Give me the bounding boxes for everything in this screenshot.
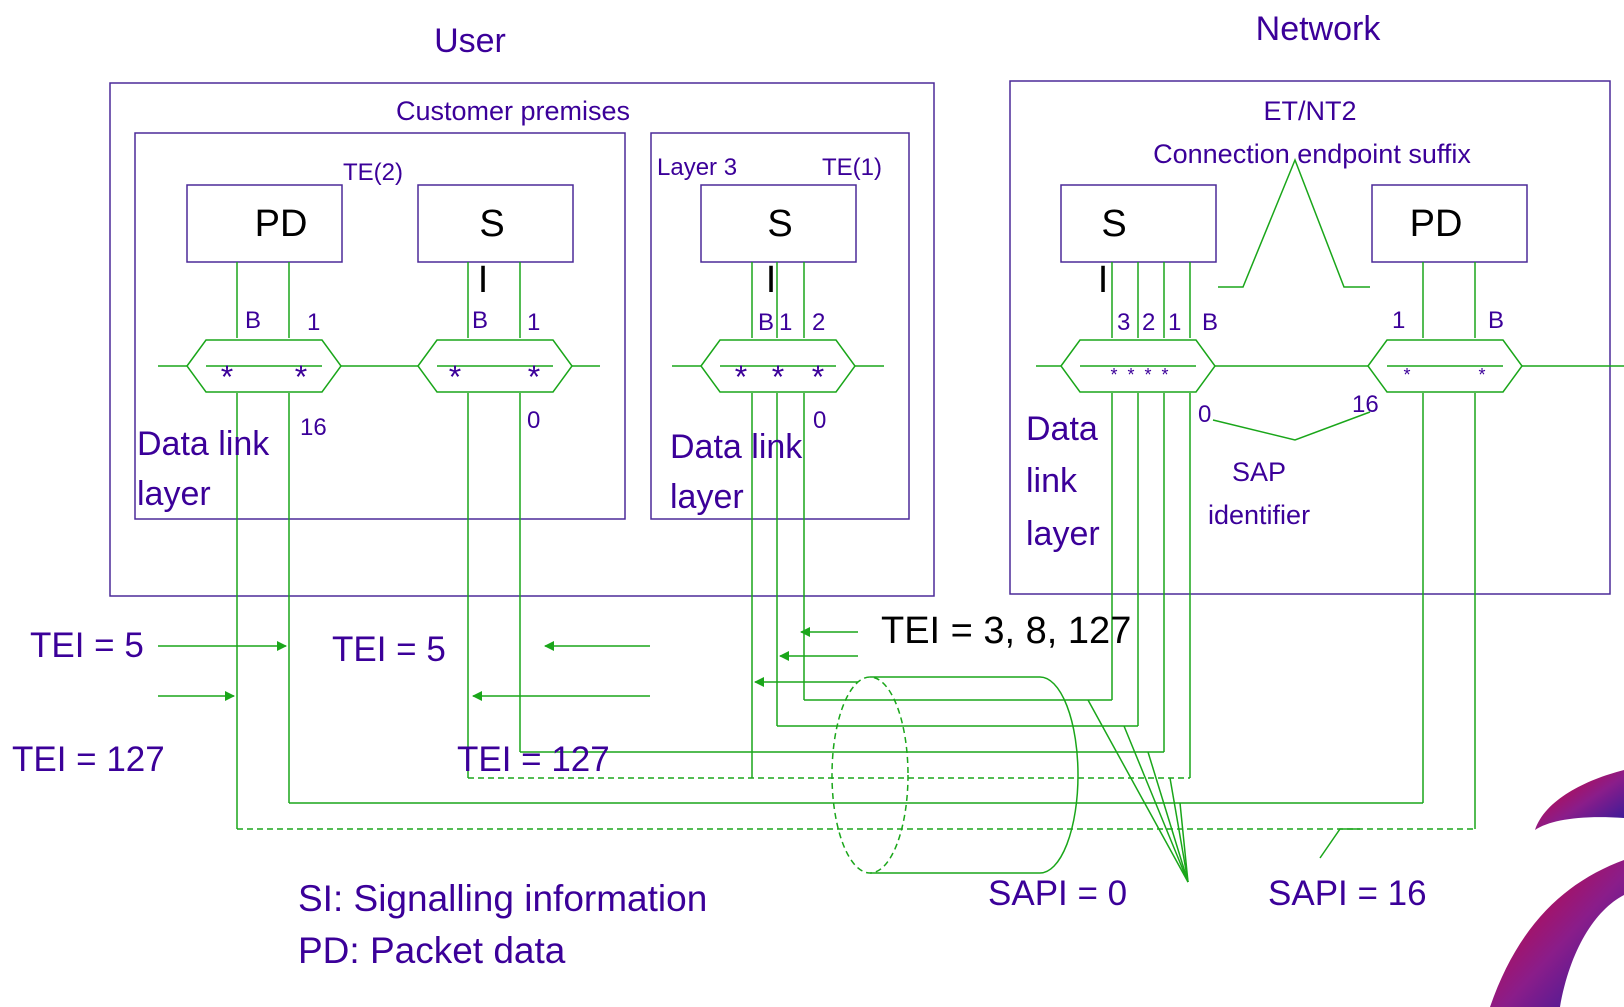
network-sap-16: 16 xyxy=(1352,391,1379,418)
si-box-network xyxy=(1060,184,1217,263)
dl-label-te2-line2: layer xyxy=(137,475,211,513)
si-box-network-i: I xyxy=(1098,259,1109,301)
et-nt2-label: ET/NT2 xyxy=(1263,96,1356,126)
te2-pd-b: B xyxy=(245,307,261,334)
cable xyxy=(831,676,1079,874)
si-box-te1-s: S xyxy=(767,203,792,245)
te2-si-1: 1 xyxy=(527,309,540,336)
si-box-te1 xyxy=(700,184,857,263)
network-pd-b: B xyxy=(1488,307,1504,334)
svg-text:*: * xyxy=(1478,365,1485,385)
svg-text:*: * xyxy=(772,359,784,395)
svg-text:*: * xyxy=(1161,365,1168,385)
sap-identifier-line2: identifier xyxy=(1208,500,1310,530)
svg-text:*: * xyxy=(812,359,824,395)
user-header: User xyxy=(434,22,506,60)
connection-endpoint-suffix-label: Connection endpoint suffix xyxy=(1153,139,1471,169)
sapi-0-label: SAPI = 0 xyxy=(988,874,1127,913)
tei-5-left: TEI = 5 xyxy=(30,626,144,665)
tei-te1: TEI = 3, 8, 127 xyxy=(881,610,1131,652)
dl-label-te2-line1: Data link xyxy=(137,425,270,463)
te2-sap-0: 0 xyxy=(527,407,540,434)
tei-arrows xyxy=(158,627,858,701)
svg-text:*: * xyxy=(1144,365,1151,385)
network-pd-1: 1 xyxy=(1392,307,1405,334)
svg-text:*: * xyxy=(1403,365,1410,385)
si-box-network-s: S xyxy=(1101,203,1126,245)
dl-label-network-line1: Data xyxy=(1026,410,1098,448)
et-nt2-box xyxy=(1009,80,1611,595)
swoosh-logo xyxy=(1490,770,1624,1007)
te2-label: TE(2) xyxy=(343,159,403,186)
network-suffix-b: B xyxy=(1202,309,1218,336)
te1-label: TE(1) xyxy=(822,154,882,181)
layer3-label: Layer 3 xyxy=(657,154,737,181)
tei-5-mid: TEI = 5 xyxy=(332,630,446,669)
te1-1: 1 xyxy=(779,309,792,336)
tei-127-left: TEI = 127 xyxy=(12,740,165,779)
sap-identifier-line1: SAP xyxy=(1232,457,1286,487)
te1-box xyxy=(650,132,910,520)
network-sap-0: 0 xyxy=(1198,401,1211,428)
svg-text:*: * xyxy=(1110,365,1117,385)
ces-bracket xyxy=(1218,157,1370,288)
te2-pd-1: 1 xyxy=(307,309,320,336)
customer-premises-box xyxy=(109,82,935,597)
si-box-te1-i: I xyxy=(766,259,777,301)
svg-text:*: * xyxy=(295,359,307,395)
dl-label-network-line2: link xyxy=(1026,462,1078,500)
dl-label-te1-line1: Data link xyxy=(670,428,803,466)
network-suffix-2: 2 xyxy=(1142,309,1155,336)
svg-text:*: * xyxy=(449,359,461,395)
svg-text:*: * xyxy=(221,359,233,395)
tei-127-mid: TEI = 127 xyxy=(457,740,610,779)
dl-label-network-line3: layer xyxy=(1026,515,1100,553)
legend-si: SI: Signalling information xyxy=(298,878,707,919)
si-box-te2-i: I xyxy=(478,259,489,301)
pd-box-te2-label: PD xyxy=(255,203,308,245)
sapi-16-label: SAPI = 16 xyxy=(1268,874,1427,913)
te1-2: 2 xyxy=(812,309,825,336)
te2-sap-16: 16 xyxy=(300,414,327,441)
network-suffix-1: 1 xyxy=(1168,309,1181,336)
dl-label-te1-line2: layer xyxy=(670,478,744,516)
network-header: Network xyxy=(1256,10,1382,48)
te2-box xyxy=(134,132,626,520)
si-box-te2-s: S xyxy=(479,203,504,245)
customer-premises-label: Customer premises xyxy=(396,96,630,126)
te1-b: B xyxy=(758,309,774,336)
svg-text:*: * xyxy=(735,359,747,395)
te2-si-b: B xyxy=(472,307,488,334)
legend-pd: PD: Packet data xyxy=(298,930,566,971)
pd-box-network xyxy=(1371,184,1528,263)
te1-sap-0: 0 xyxy=(813,407,826,434)
si-box-te2 xyxy=(417,184,574,263)
svg-text:*: * xyxy=(528,359,540,395)
network-suffix-3: 3 xyxy=(1117,309,1130,336)
pd-box-network-label: PD xyxy=(1410,203,1463,245)
sap-stars: * * * * * * * * * * * * * xyxy=(221,359,1486,395)
svg-text:*: * xyxy=(1127,365,1134,385)
pd-box-te2 xyxy=(186,184,343,263)
